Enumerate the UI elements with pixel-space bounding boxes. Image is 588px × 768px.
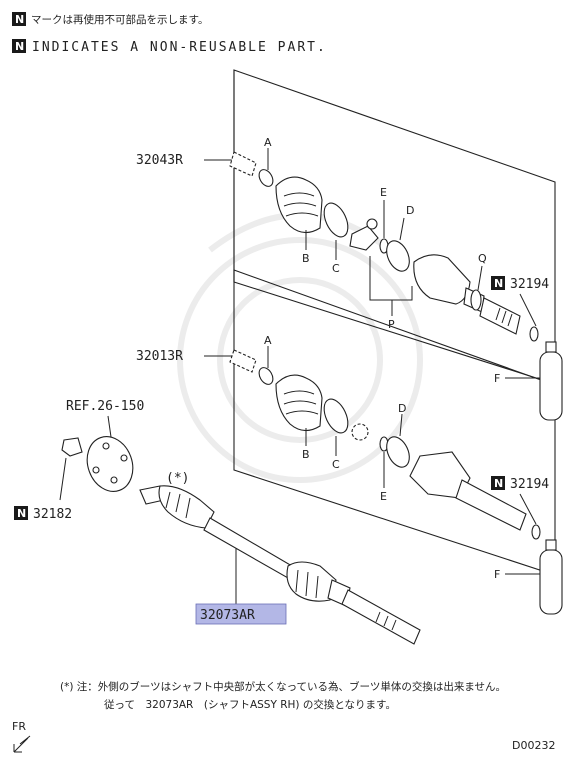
callout-upper-P: P (388, 318, 395, 331)
upper-assembly: 32043R A B C E D P Q (136, 136, 563, 421)
callout-lower-B: B (302, 448, 310, 461)
upper-panel-frame (233, 69, 556, 385)
legend-en-text: INDICATES A NON-REUSABLE PART. (32, 40, 327, 55)
fr-direction: FR (12, 720, 31, 753)
assy-highlight[interactable] (195, 603, 287, 625)
callout-lower-D: D (398, 402, 406, 415)
badge-hub-nut: N (17, 507, 26, 520)
callout-upper-A: A (264, 136, 272, 149)
callout-lower-A: A (264, 334, 272, 347)
hub-nut-part-number: 32182 (33, 507, 72, 522)
callout-lower-C: C (332, 458, 340, 471)
footnote-line-1: (*) 注：外側のブーツはシャフト中央部が太くなっている為、ブーツ単体の交換は出… (60, 680, 506, 693)
non-reusable-badge-2 (12, 39, 26, 53)
ref-label: REF.26-150 (66, 399, 144, 414)
callout-upper-Q: Q (478, 252, 487, 265)
complete-driveshaft: (*) 32073AR (139, 471, 421, 645)
footnote: (*) 注：外側のブーツはシャフト中央部が太くなっている為、ブーツ単体の交換は出… (60, 680, 506, 711)
callout-upper-E: E (380, 186, 387, 199)
lower-assembly: 32013R A B C E D N 32194 F (136, 334, 563, 615)
asterisk-mark: (*) (166, 471, 189, 486)
badge-letter: N (15, 13, 24, 26)
upper-shaft-ref-label: 32043R (136, 153, 183, 168)
legend: N マークは再使用不可部品を示します。 N INDICATES A NON-RE… (12, 12, 327, 55)
callout-lower-F: F (494, 568, 500, 581)
non-reusable-badge (12, 12, 26, 26)
lower-circlip-part-number: 32194 (510, 477, 549, 492)
diagram-code: D00232 (512, 739, 555, 752)
upper-circlip-part-number: 32194 (510, 277, 549, 292)
fr-label: FR (12, 720, 26, 733)
driveshaft-assy-part-number[interactable]: 32073AR (200, 608, 255, 623)
fr-arrow-icon (13, 735, 31, 753)
badge-lower: N (494, 477, 503, 490)
callout-upper-D: D (406, 204, 414, 217)
callout-upper-F: F (494, 372, 500, 385)
legend-jp-text: マークは再使用不可部品を示します。 (31, 13, 208, 26)
hub-assembly: REF.26-150 N 32182 (14, 399, 144, 522)
callout-upper-C: C (332, 262, 340, 275)
callout-upper-B: B (302, 252, 310, 265)
footnote-line-2: 従って 32073AR (シャフトASSY RH) の交換となります。 (104, 698, 396, 711)
badge-letter-2: N (15, 40, 24, 53)
badge-upper: N (494, 277, 503, 290)
callout-lower-E: E (380, 490, 387, 503)
lower-shaft-ref-label: 32013R (136, 349, 183, 364)
